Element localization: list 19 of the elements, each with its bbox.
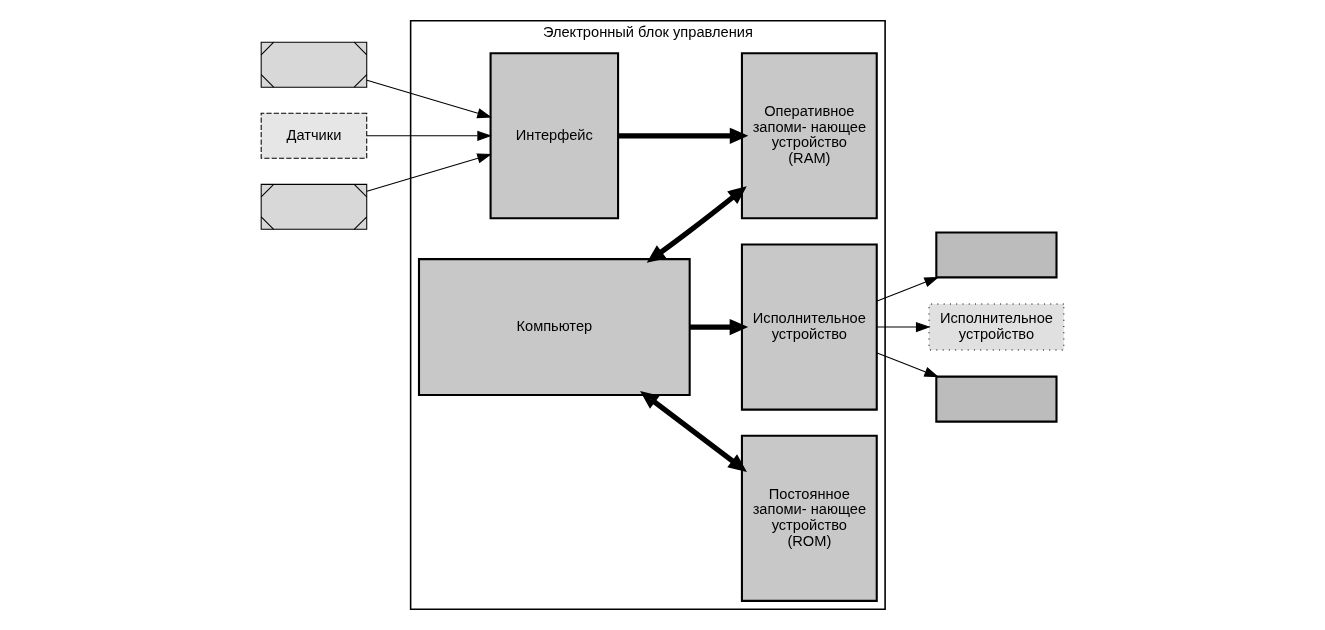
node-box: Компьютер: [417, 258, 691, 396]
node-box: Оперативное запоми- нающее устройство (RAM): [740, 52, 878, 220]
arrow: [876, 321, 931, 333]
arrow: [366, 130, 492, 141]
arrow: [366, 153, 492, 192]
arrow: [876, 352, 940, 378]
arrow: [366, 79, 492, 119]
node-box: [935, 375, 1058, 423]
arrow: [640, 391, 747, 472]
arrow: [646, 186, 747, 263]
arrow: [690, 318, 749, 336]
node-box: Интерфейс: [489, 52, 620, 220]
arrow: [876, 276, 940, 302]
node-box: Постоянное запоми- нающее устройство (ROM): [740, 434, 878, 602]
node-box: [935, 231, 1058, 279]
node-box: Исполнительное устройство: [928, 303, 1065, 351]
node-box: Датчики: [260, 112, 368, 159]
arrow: [618, 127, 749, 144]
node-box: Исполнительное устройство: [740, 243, 878, 411]
